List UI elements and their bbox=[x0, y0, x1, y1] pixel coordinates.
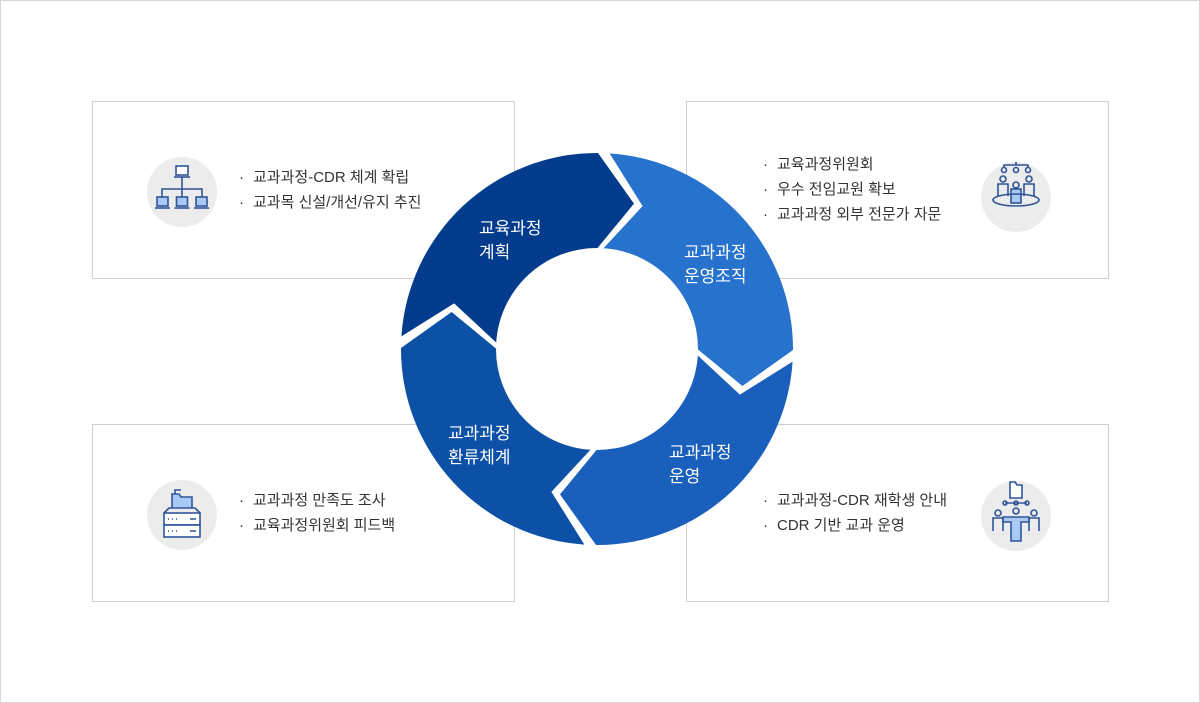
list-item: 교과목 신설/개선/유지 추진 bbox=[239, 190, 421, 215]
segment-planning bbox=[603, 153, 794, 386]
organization-list: 교육과정위원회 우수 전임교원 확보 교과과정 외부 전문가 자문 bbox=[763, 152, 941, 227]
box-feedback-details: 교과과정 만족도 조사 교육과정위원회 피드백 bbox=[92, 424, 515, 602]
segment-operation bbox=[400, 312, 591, 545]
list-item: 교과과정-CDR 체계 확립 bbox=[239, 165, 421, 190]
segment-feedback bbox=[401, 152, 634, 343]
label-line: 교과과정 bbox=[448, 424, 511, 443]
label-line: 운영 bbox=[669, 467, 701, 486]
label-line: 계획 bbox=[479, 243, 511, 262]
planning-list: 교과과정-CDR 체계 확립 교과목 신설/개선/유지 추진 bbox=[239, 165, 421, 215]
network-computers-icon bbox=[147, 157, 217, 227]
feedback-list: 교과과정 만족도 조사 교육과정위원회 피드백 bbox=[239, 488, 395, 538]
label-line: 교과과정 bbox=[669, 443, 732, 462]
folder-cabinet-icon bbox=[147, 480, 217, 550]
label-line: 운영조직 bbox=[684, 267, 747, 286]
list-item: 우수 전임교원 확보 bbox=[763, 177, 941, 202]
list-item: 교육과정위원회 피드백 bbox=[239, 513, 395, 538]
list-item: CDR 기반 교과 운영 bbox=[763, 513, 947, 538]
segment-label-operation: 교과과정 운영 bbox=[669, 441, 732, 489]
segment-label-feedback: 교과과정 환류체계 bbox=[448, 422, 511, 470]
label-line: 환류체계 bbox=[448, 448, 511, 467]
segment-organization bbox=[560, 355, 793, 546]
list-item: 교과과정-CDR 재학생 안내 bbox=[763, 488, 947, 513]
label-line: 교육과정 bbox=[479, 219, 542, 238]
segment-label-planning: 교육과정 계획 bbox=[479, 217, 542, 265]
label-line: 교과과정 bbox=[684, 243, 747, 262]
folder-team-icon bbox=[981, 481, 1051, 551]
list-item: 교과과정 외부 전문가 자문 bbox=[763, 202, 941, 227]
box-planning-details: 교과과정-CDR 체계 확립 교과목 신설/개선/유지 추진 bbox=[92, 101, 515, 279]
list-item: 교과과정 만족도 조사 bbox=[239, 488, 395, 513]
segment-label-organization: 교과과정 운영조직 bbox=[684, 241, 747, 289]
list-item: 교육과정위원회 bbox=[763, 152, 941, 177]
operation-list: 교과과정-CDR 재학생 안내 CDR 기반 교과 운영 bbox=[763, 488, 947, 538]
committee-people-icon bbox=[981, 162, 1051, 232]
